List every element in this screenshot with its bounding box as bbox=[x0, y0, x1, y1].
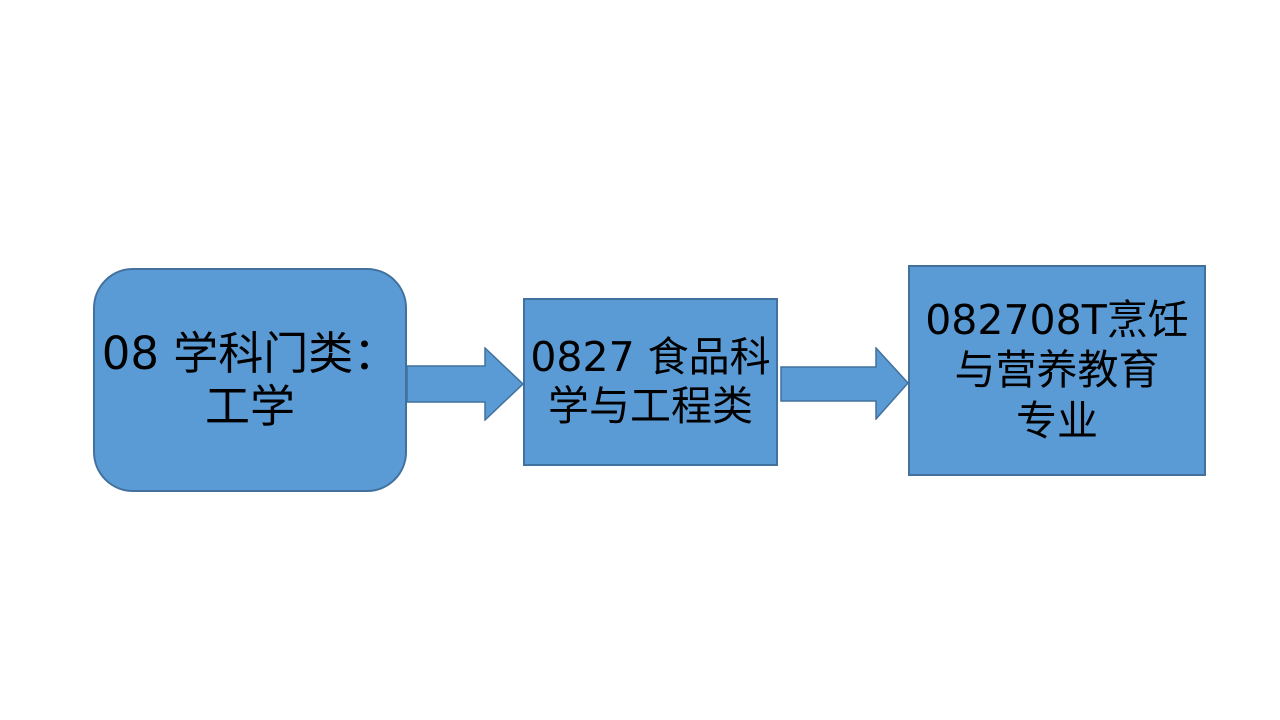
node-major-label: 082708T烹饪 与营养教育 专业 bbox=[925, 296, 1189, 445]
node-major-class-label: 0827 食品科 学与工程类 bbox=[530, 332, 771, 430]
right-arrow-icon bbox=[780, 347, 909, 420]
right-arrow-shape bbox=[780, 347, 909, 420]
right-arrow-shape bbox=[406, 347, 524, 421]
right-arrow-icon bbox=[406, 347, 524, 421]
node-discipline-category-label: 08 学科门类： 工学 bbox=[101, 326, 399, 433]
node-major: 082708T烹饪 与营养教育 专业 bbox=[908, 265, 1206, 476]
node-major-class: 0827 食品科 学与工程类 bbox=[523, 298, 778, 466]
node-discipline-category: 08 学科门类： 工学 bbox=[93, 268, 407, 492]
